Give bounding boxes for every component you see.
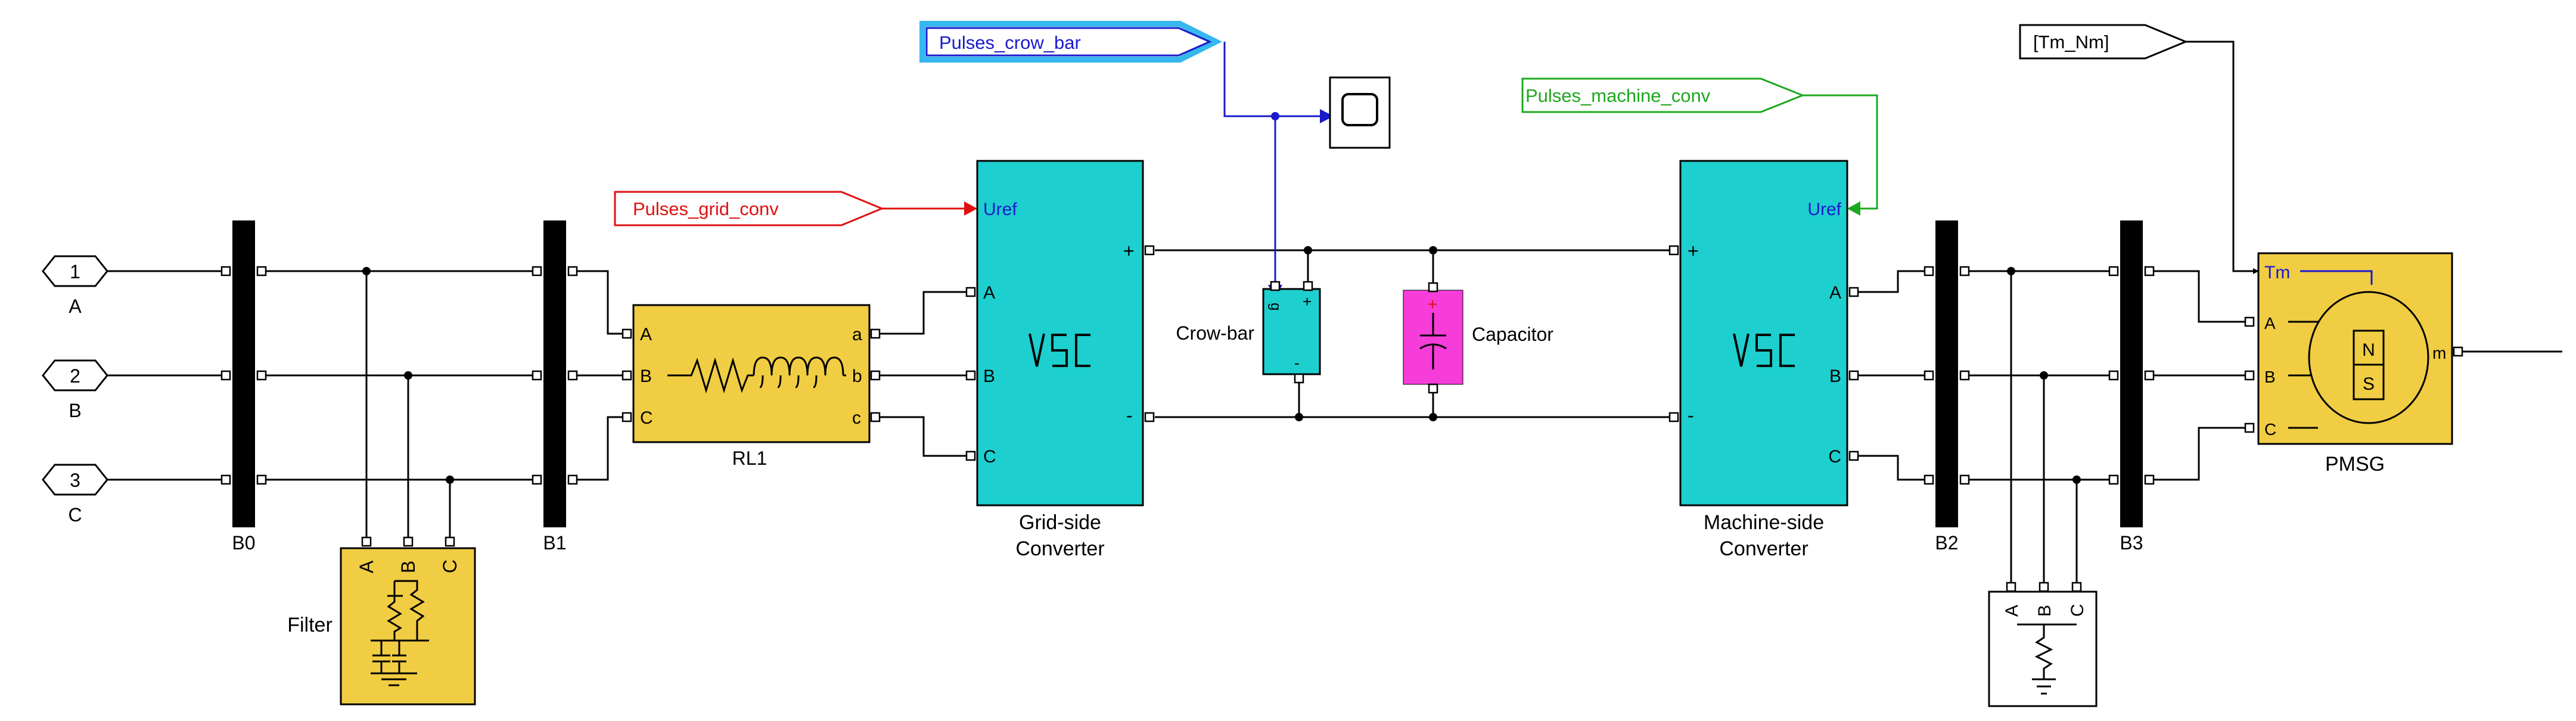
- inport-3[interactable]: 3 C: [42, 464, 108, 526]
- machine-conv-uref-label: Uref: [1807, 200, 1841, 219]
- rl1-in-b-label: B: [640, 366, 652, 386]
- grid-side-converter-block[interactable]: Uref A B C + - Grid-side Converter: [965, 160, 1155, 560]
- bus-b0[interactable]: B0: [220, 220, 267, 554]
- load2-block[interactable]: A B C: [1988, 582, 2098, 707]
- grid-conv-a-label: A: [983, 283, 995, 303]
- rl1-label: RL1: [732, 447, 767, 469]
- tag-pulses-crow-bar-label: Pulses_crow_bar: [939, 32, 1081, 53]
- machine-conv-c-label: C: [1828, 447, 1841, 467]
- filter-block[interactable]: A B C Filter: [287, 536, 476, 706]
- tag-tm-nm-label: [Tm_Nm]: [2033, 32, 2109, 52]
- crowbar-plus-label: +: [1303, 293, 1312, 310]
- machine-side-converter-block[interactable]: + - Uref A B C Machine-side Converter: [1668, 160, 1859, 560]
- inport-3-label: C: [68, 504, 82, 526]
- rl1-block[interactable]: A B C a b c RL1: [622, 304, 881, 469]
- capacitor-block[interactable]: + Capacitor: [1403, 282, 1553, 394]
- machine-conv-plus-label: +: [1688, 240, 1699, 262]
- resistor-inductor-icon: [667, 356, 846, 394]
- inport-1-number: 1: [70, 261, 80, 282]
- machine-conv-name-line1: Machine-side: [1704, 511, 1824, 534]
- tag-pulses-grid-conv[interactable]: Pulses_grid_conv: [614, 191, 884, 226]
- crowbar-minus-label: -: [1294, 354, 1300, 372]
- load2-port-b-label: B: [2035, 605, 2055, 617]
- grid-conv-name-line1: Grid-side: [1019, 511, 1101, 534]
- grid-conv-b-label: B: [983, 366, 995, 386]
- pmsg-block[interactable]: Tm A B C m N S PMSG: [2244, 252, 2463, 476]
- rl1-out-a-label: a: [852, 325, 862, 344]
- crowbar-block[interactable]: g + - Crow-bar: [1176, 281, 1321, 384]
- load2-port-c-label: C: [2068, 604, 2087, 617]
- crowbar-label: Crow-bar: [1176, 322, 1254, 344]
- bus-b0-label: B0: [232, 532, 255, 554]
- rl1-out-c-label: c: [852, 408, 861, 428]
- pmsg-c-label: C: [2264, 420, 2276, 439]
- bus-b2-label: B2: [1935, 532, 1958, 554]
- capacitor-plus-label: +: [1428, 295, 1437, 313]
- inport-2-number: 2: [70, 365, 80, 387]
- tag-pulses-grid-conv-label: Pulses_grid_conv: [633, 198, 779, 219]
- filter-port-c-label: C: [439, 560, 461, 573]
- bus-b3[interactable]: B3: [2108, 220, 2155, 554]
- machine-conv-a-label: A: [1829, 283, 1841, 303]
- wires: [107, 41, 2562, 587]
- vsc-symbol-icon: [1028, 333, 1090, 367]
- pmsg-tm-label: Tm: [2264, 263, 2290, 282]
- rl1-in-a-label: A: [640, 325, 652, 344]
- filter-label: Filter: [287, 614, 333, 636]
- rl1-in-c-label: C: [640, 408, 653, 428]
- inport-2-label: B: [69, 400, 81, 421]
- scope-screen-icon: [1341, 93, 1378, 126]
- bus-b3-label: B3: [2120, 532, 2143, 554]
- pmsg-b-label: B: [2264, 368, 2276, 386]
- grid-conv-plus-label: +: [1123, 240, 1135, 262]
- pmsg-machine-icon: [2288, 270, 2429, 429]
- pmsg-s-label: S: [2363, 374, 2375, 394]
- vsc-symbol-icon: [1733, 333, 1795, 367]
- pmsg-n-label: N: [2362, 340, 2375, 360]
- machine-conv-name-line2: Converter: [1719, 537, 1808, 560]
- pmsg-a-label: A: [2264, 314, 2276, 332]
- capacitor-label: Capacitor: [1472, 324, 1553, 345]
- load2-port-a-label: A: [2002, 605, 2022, 617]
- inport-2[interactable]: 2 B: [42, 359, 108, 421]
- bus-b1-label: B1: [543, 532, 566, 554]
- grid-conv-c-label: C: [983, 447, 996, 467]
- inport-1-label: A: [69, 296, 82, 317]
- crowbar-g-label: g: [1267, 303, 1284, 310]
- filter-port-b-label: B: [397, 561, 419, 573]
- filter-port-a-label: A: [356, 560, 377, 573]
- rl1-out-b-label: b: [852, 366, 862, 386]
- bus-b1[interactable]: B1: [532, 220, 578, 554]
- capacitor-icon: [1419, 313, 1447, 369]
- machine-conv-b-label: B: [1829, 366, 1841, 386]
- tag-pulses-crow-bar[interactable]: Pulses_crow_bar: [919, 21, 1223, 63]
- machine-conv-minus-label: -: [1688, 405, 1694, 426]
- bus-b2[interactable]: B2: [1924, 220, 1970, 554]
- scope-block[interactable]: [1329, 76, 1391, 149]
- filter-rlc-icon: [371, 580, 429, 686]
- inport-3-number: 3: [70, 470, 80, 491]
- inport-1[interactable]: 1 A: [42, 255, 108, 317]
- tag-pulses-machine-conv-label: Pulses_machine_conv: [1525, 85, 1711, 106]
- grid-conv-name-line2: Converter: [1015, 537, 1104, 560]
- grid-conv-minus-label: -: [1126, 405, 1133, 426]
- pmsg-label: PMSG: [2325, 453, 2385, 476]
- load2-resistor-icon: [2017, 623, 2077, 695]
- tag-pulses-machine-conv[interactable]: Pulses_machine_conv: [1521, 77, 1806, 113]
- pmsg-m-label: m: [2432, 344, 2446, 362]
- grid-conv-uref-label: Uref: [983, 200, 1017, 219]
- tag-tm-nm[interactable]: [Tm_Nm]: [2019, 24, 2188, 60]
